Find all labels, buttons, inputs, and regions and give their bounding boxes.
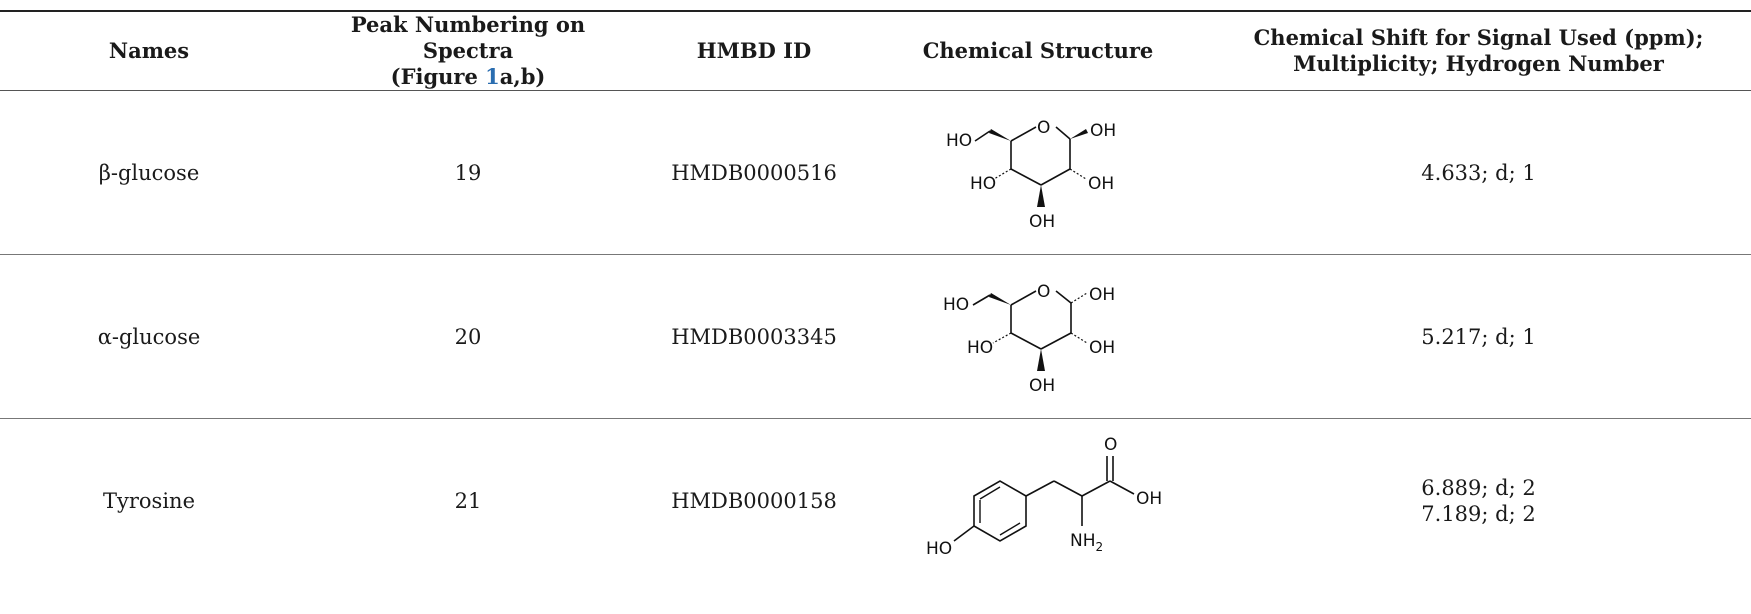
cell-peak: 19: [298, 90, 638, 255]
beta-glucose-structure-icon: HO O OH HO OH OH: [946, 118, 1116, 232]
alpha-glucose-structure-icon: HO O OH HO OH OH: [943, 282, 1115, 396]
oh-label-lower-right: OH: [1088, 174, 1114, 194]
cell-name: α-glucose: [0, 254, 298, 419]
metabolite-table: Names Peak Numbering on Spectra (Figure …: [0, 10, 1751, 583]
ho-label-left: HO: [967, 338, 993, 358]
oh-label-bottom: OH: [1029, 212, 1055, 232]
acid-oh-label: OH: [1136, 489, 1162, 509]
table-header-row: Names Peak Numbering on Spectra (Figure …: [0, 10, 1751, 91]
cell-hmdb-id: HMDB0000516: [638, 90, 870, 255]
header-chemical-structure: Chemical Structure: [870, 10, 1206, 91]
cell-structure: HO O OH NH2: [870, 419, 1206, 583]
cell-peak: 20: [298, 254, 638, 419]
cell-hmdb-id: HMDB0000158: [671, 488, 837, 513]
cell-chemical-shift: 4.633; d; 1: [1206, 90, 1751, 255]
ho-label-left: HO: [970, 174, 996, 194]
cell-chemical-shift: 5.217; d; 1: [1206, 254, 1751, 419]
header-names: Names: [0, 10, 298, 91]
header-peak-numbering: Peak Numbering on Spectra (Figure 1a,b): [298, 10, 638, 91]
cell-chemical-shift: 6.889; d; 2 7.189; d; 2: [1421, 475, 1536, 526]
amine-label: NH2: [1070, 531, 1103, 554]
cell-name: β-glucose: [0, 90, 298, 255]
ho-phenol-label: HO: [926, 539, 952, 559]
cell-peak: 21: [454, 488, 482, 513]
cell-structure: HO O OH HO OH OH: [870, 90, 1206, 255]
ho-label-top: HO: [943, 295, 969, 315]
carbonyl-oxygen-label: O: [1104, 435, 1117, 455]
oh-label-right: OH: [1090, 121, 1116, 141]
ring-oxygen-label: O: [1037, 282, 1050, 302]
table-row: α-glucose 20 HMDB0003345 HO O OH: [0, 254, 1751, 419]
oh-label-right: OH: [1089, 285, 1115, 305]
ring-oxygen-label: O: [1037, 118, 1050, 138]
ho-label-top: HO: [946, 131, 972, 151]
oh-label-lower-right: OH: [1089, 338, 1115, 358]
header-chemical-shift: Chemical Shift for Signal Used (ppm); Mu…: [1206, 10, 1751, 91]
tyrosine-structure-icon: HO O OH NH2: [926, 435, 1162, 559]
cell-structure: HO O OH HO OH OH: [870, 254, 1206, 419]
cell-hmdb-id: HMDB0003345: [638, 254, 870, 419]
cell-name: Tyrosine: [103, 488, 195, 513]
header-hmbd-id: HMBD ID: [638, 10, 870, 91]
figure-1-link[interactable]: 1: [485, 64, 500, 89]
table-row: Tyrosine 21 HMDB0000158 HO: [0, 419, 1751, 583]
oh-label-bottom: OH: [1029, 376, 1055, 396]
table-row: β-glucose 19 HMDB0000516 HO O: [0, 90, 1751, 255]
